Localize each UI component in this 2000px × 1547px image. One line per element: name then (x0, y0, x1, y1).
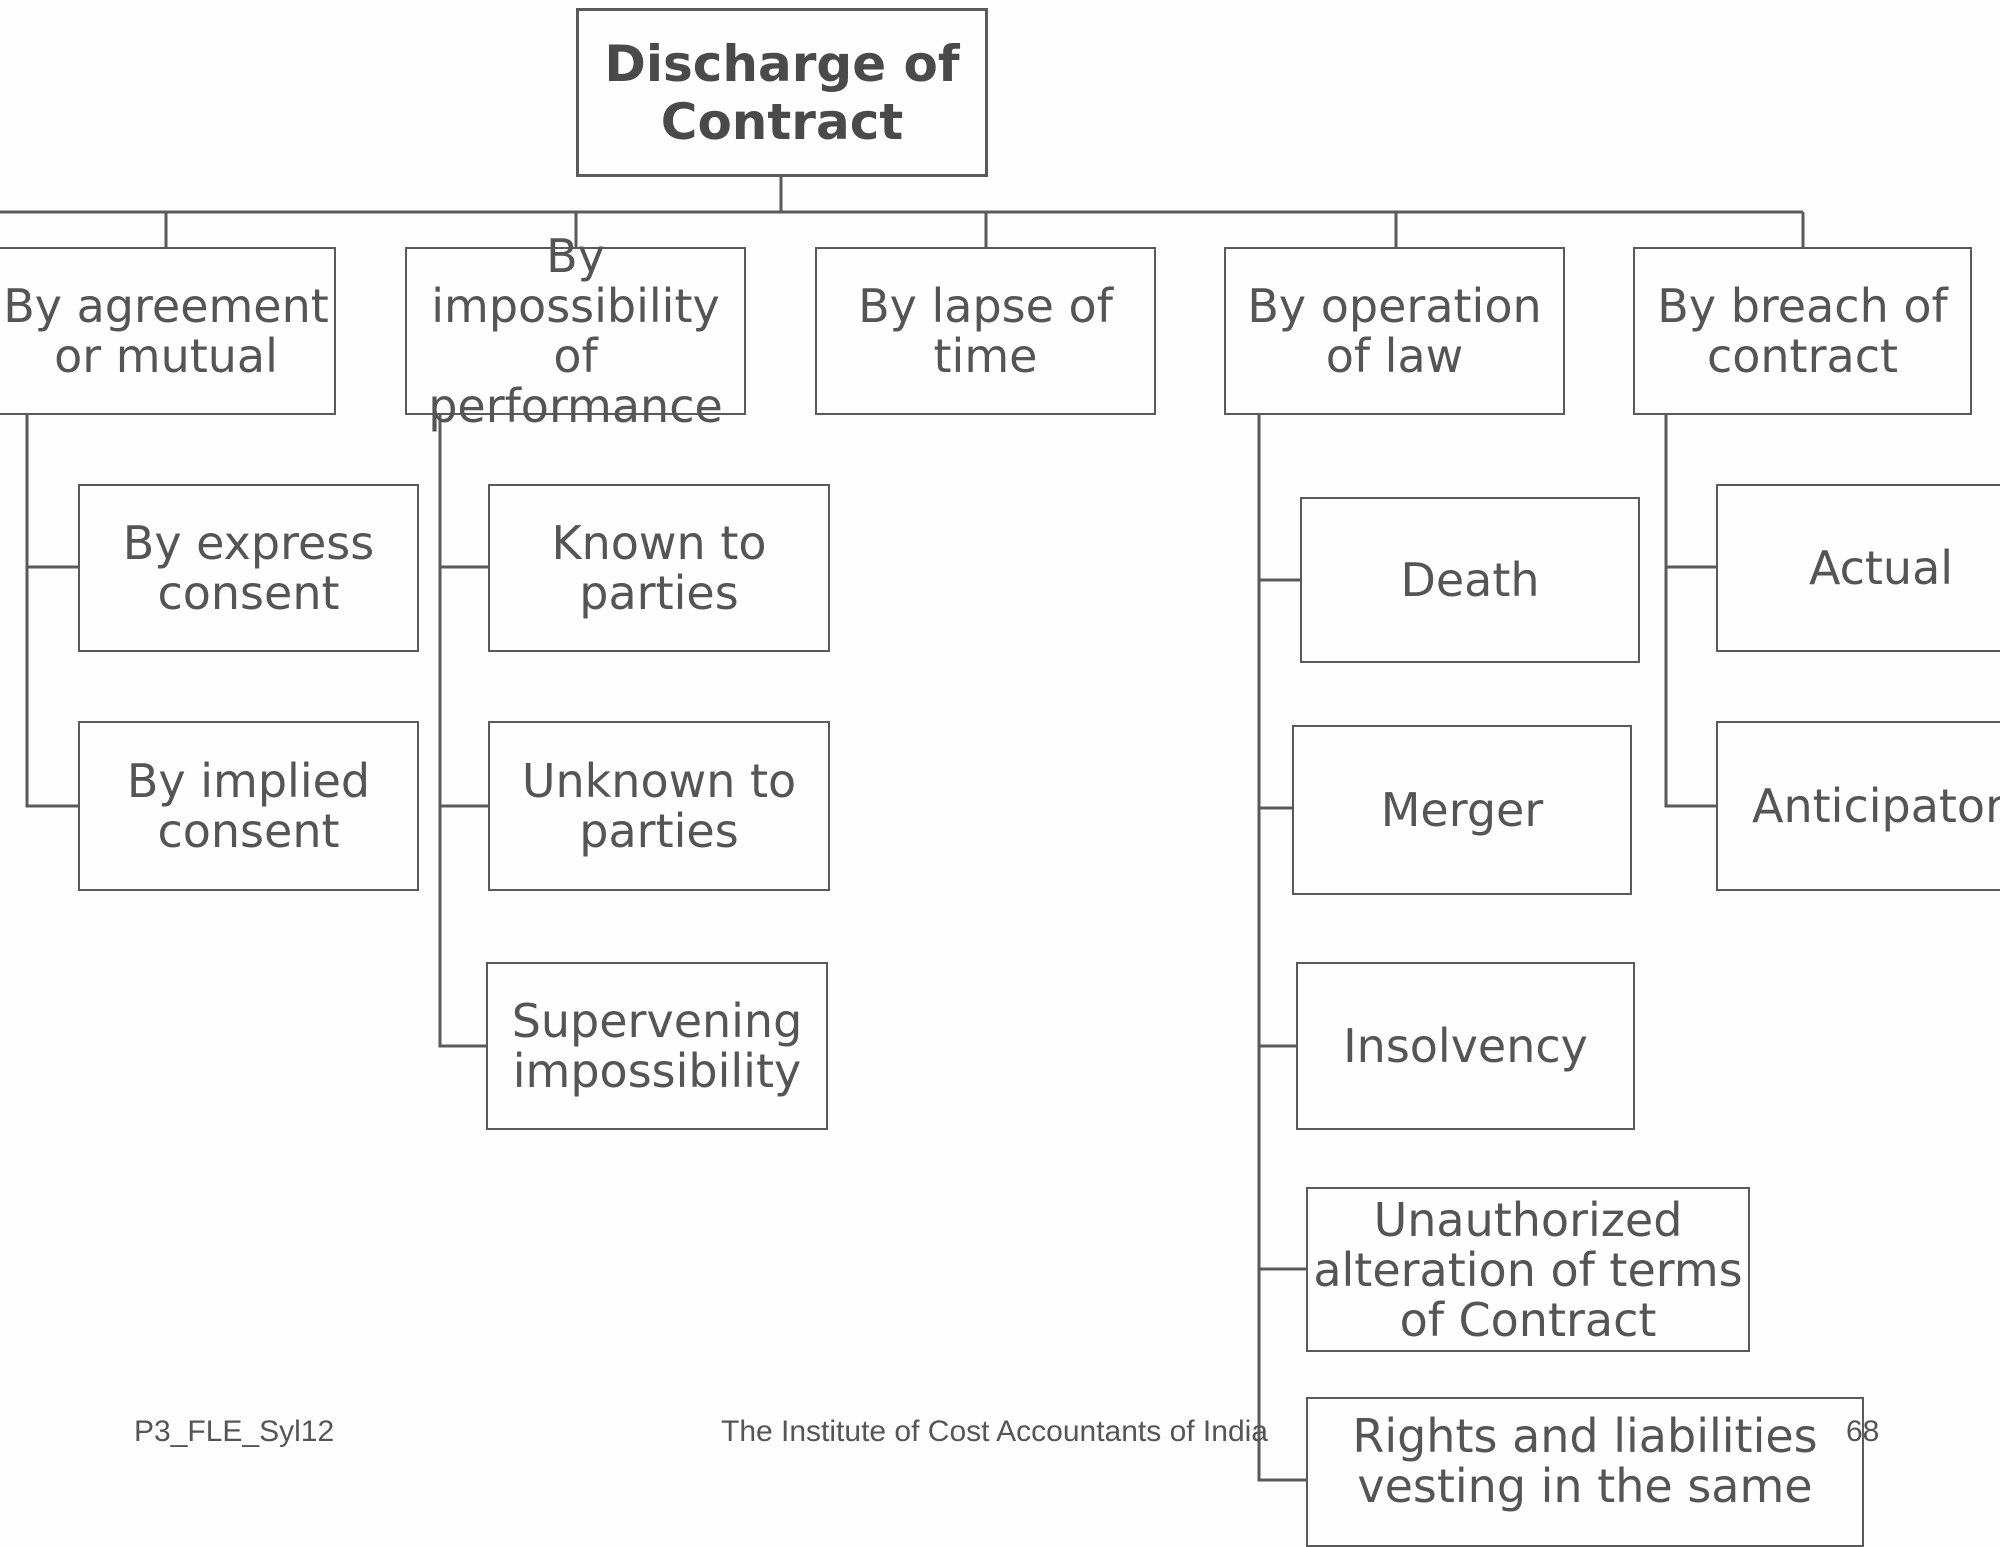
footer-code: P3_FLE_Syl12 (134, 1415, 335, 1448)
footer-page-number: 68 (1846, 1415, 1880, 1448)
node-by-impossibility: By impossibility of performance (405, 231, 746, 431)
connector-lines (0, 177, 1805, 1482)
footer-institute: The Institute of Cost Accountants of Ind… (721, 1415, 1268, 1448)
node-supervening-impossibility: Supervening impossibility (486, 962, 828, 1130)
root-node-discharge-of-contract: Discharge of Contract (576, 8, 988, 177)
node-unauthorized-alteration: Unauthorized alteration of terms of Cont… (1306, 1187, 1750, 1352)
node-by-agreement: By agreement or mutual (0, 247, 336, 415)
node-by-lapse-of-time: By lapse of time (815, 247, 1156, 415)
node-rights-and-liabilities: Rights and liabilities vesting in the sa… (1306, 1397, 1864, 1547)
node-actual: Actual (1716, 484, 2000, 652)
node-by-implied-consent: By implied consent (78, 721, 419, 891)
node-by-operation-of-law: By operation of law (1224, 247, 1565, 415)
node-insolvency: Insolvency (1296, 962, 1635, 1130)
node-known-to-parties: Known to parties (488, 484, 830, 652)
node-death: Death (1300, 497, 1640, 663)
node-anticipatory: Anticipatory (1716, 721, 2000, 891)
node-unknown-to-parties: Unknown to parties (488, 721, 830, 891)
node-merger: Merger (1292, 725, 1632, 895)
node-by-express-consent: By express consent (78, 484, 419, 652)
node-by-breach-of-contract: By breach of contract (1633, 247, 1972, 415)
